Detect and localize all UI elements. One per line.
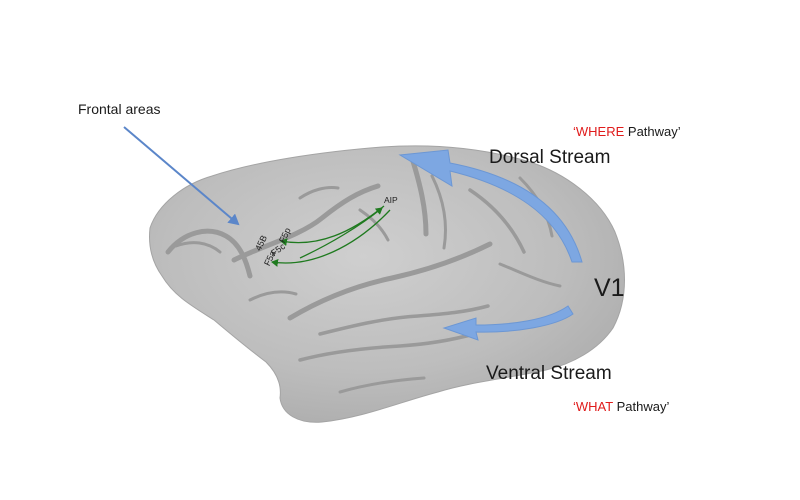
aip-to-f5a-arrow xyxy=(271,209,391,267)
v1-label: V1 xyxy=(594,274,625,302)
frontal-areas-label: Frontal areas xyxy=(78,101,161,117)
dorsal-stream-label: Dorsal Stream xyxy=(489,147,611,168)
ventral-stream-arrow xyxy=(442,305,574,341)
where-pathway-word: Pathway’ xyxy=(624,124,681,139)
what-word: WHAT xyxy=(575,399,613,414)
what-quote-open: ‘ xyxy=(573,399,576,414)
sulci xyxy=(165,155,562,394)
where-word: WHERE xyxy=(575,124,625,139)
ventral-stream-label: Ventral Stream xyxy=(486,363,612,384)
where-pathway-label: ‘WHERE Pathway’ xyxy=(573,124,681,139)
aip-label: AIP xyxy=(384,195,398,205)
what-pathway-label: ‘WHAT Pathway’ xyxy=(573,399,669,414)
where-quote-open: ‘ xyxy=(573,124,576,139)
brain-surface xyxy=(149,145,625,423)
what-pathway-word: Pathway’ xyxy=(612,399,670,414)
frontal-pointer-arrow xyxy=(123,126,240,226)
f5c-to-aip-arrow xyxy=(299,207,383,259)
dorsal-stream-arrow xyxy=(398,149,583,263)
connection-arrows xyxy=(271,205,391,267)
